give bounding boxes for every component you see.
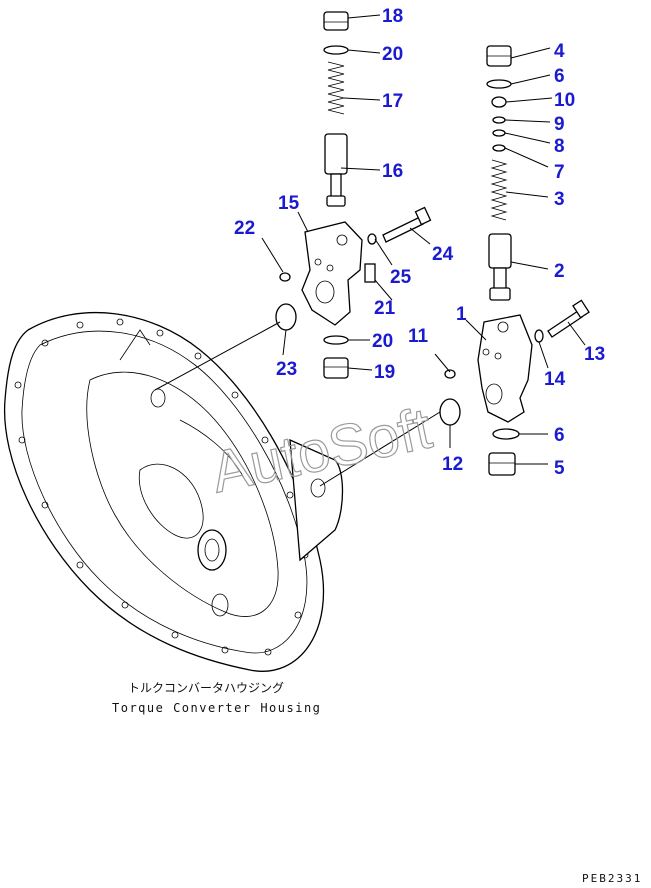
callout-18: 18	[382, 6, 403, 27]
o-ring-20-upper	[323, 45, 349, 55]
callout-24: 24	[432, 244, 454, 265]
callout-16: 16	[382, 161, 403, 182]
callout-6-upper: 6	[554, 66, 565, 87]
caption-japanese: トルクコンバータハウジング	[128, 681, 284, 695]
callout-5: 5	[554, 458, 565, 479]
callout-1: 1	[456, 304, 467, 325]
part-10	[491, 96, 507, 108]
o-ring-22	[279, 272, 291, 282]
callout-20-upper: 20	[382, 44, 403, 65]
callout-25: 25	[390, 267, 412, 288]
o-ring-20-lower	[323, 335, 349, 345]
washer-25	[367, 233, 377, 245]
spring-17	[327, 61, 345, 115]
callout-6-lower: 6	[554, 425, 565, 446]
caption-english: Torque Converter Housing	[112, 701, 321, 715]
o-ring-6-upper	[486, 79, 512, 89]
part-9	[492, 116, 506, 124]
valve-body-1	[477, 314, 533, 423]
callouts: 18 20 17 16 15 22 24 25 21 20 19 23 4 6 …	[234, 6, 605, 479]
bolt-13	[547, 310, 583, 338]
callout-22: 22	[234, 218, 255, 239]
callout-7: 7	[554, 162, 565, 183]
spool-stem-16	[330, 173, 342, 199]
bolt-24	[382, 216, 424, 243]
callout-9: 9	[554, 114, 565, 135]
callout-2: 2	[554, 261, 565, 282]
spring-3	[490, 159, 508, 221]
callout-17: 17	[382, 91, 403, 112]
leader-lines	[154, 14, 586, 487]
callout-21: 21	[374, 298, 396, 319]
callout-3: 3	[554, 189, 565, 210]
callout-11: 11	[408, 326, 429, 347]
callout-13: 13	[584, 344, 605, 365]
left-valve-assembly	[275, 11, 432, 379]
plug-5	[488, 452, 516, 476]
torque-converter-housing	[3, 312, 344, 672]
drawing-code: PEB2331	[582, 872, 642, 885]
part-8	[492, 129, 506, 137]
o-ring-12	[439, 398, 461, 426]
callout-10: 10	[554, 90, 575, 111]
pin-21	[364, 263, 376, 283]
o-ring-23	[275, 303, 297, 331]
callout-12: 12	[442, 454, 463, 475]
valve-body-15	[301, 221, 363, 326]
callout-19: 19	[374, 362, 395, 383]
callout-14: 14	[544, 369, 566, 390]
callout-20-lower: 20	[372, 331, 393, 352]
flange-bolt-holes	[14, 318, 309, 656]
part-7	[492, 144, 506, 152]
callout-23: 23	[276, 359, 297, 380]
spool-2	[488, 233, 512, 269]
callout-4: 4	[554, 41, 565, 62]
callout-8: 8	[554, 136, 565, 157]
plug-18	[323, 11, 349, 31]
o-ring-6-lower	[492, 428, 520, 440]
callout-15: 15	[278, 193, 300, 214]
washer-14	[534, 329, 544, 343]
right-valve-assembly	[439, 45, 590, 476]
plug-19	[323, 357, 349, 379]
o-ring-11	[444, 369, 456, 379]
